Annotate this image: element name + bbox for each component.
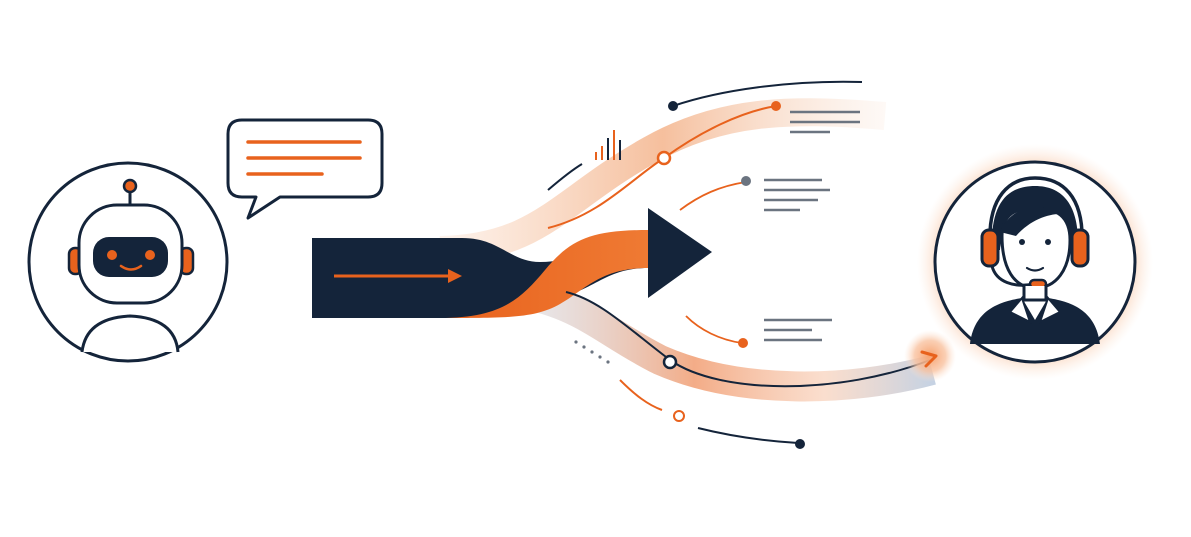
- branch-label: [790, 110, 860, 134]
- node-marker: [662, 354, 678, 370]
- arrow-right-icon: [312, 208, 712, 318]
- middle-branch: [679, 176, 830, 212]
- node-marker: [656, 150, 672, 166]
- node-marker: [673, 410, 685, 422]
- branch-label: [764, 318, 832, 342]
- robot-icon: [67, 178, 195, 353]
- handoff-path: [565, 291, 956, 449]
- signal-icon: [595, 130, 621, 160]
- node-marker: [771, 101, 781, 111]
- branch-label: [764, 178, 830, 212]
- lower-branch: [685, 315, 832, 348]
- headset-agent-icon: [970, 176, 1100, 344]
- node-marker: [741, 176, 751, 186]
- chat-bubble-icon: [226, 118, 384, 220]
- node-marker: [738, 338, 748, 348]
- node-marker: [668, 101, 678, 111]
- top-branch: [547, 80, 863, 229]
- agent-node: [917, 144, 1153, 380]
- robot-node: [27, 161, 229, 363]
- end-glow: [904, 330, 956, 382]
- node-marker: [795, 439, 805, 449]
- dotted-trail: [574, 340, 610, 364]
